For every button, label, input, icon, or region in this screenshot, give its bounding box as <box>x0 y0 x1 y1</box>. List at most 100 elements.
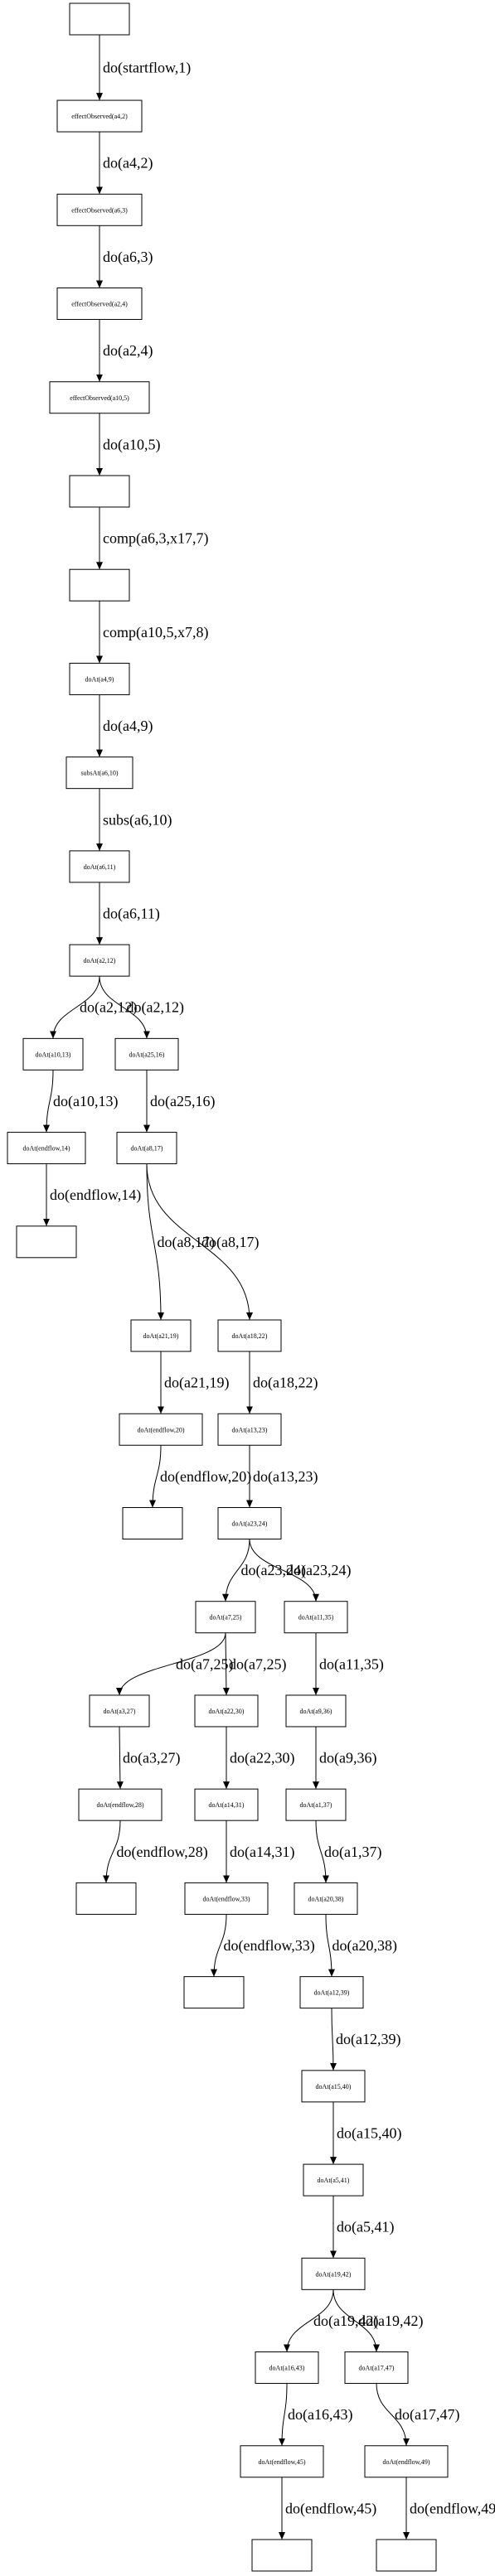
edge-label: do(a1,37) <box>324 1844 381 1861</box>
state-node: doAt(a7,25) <box>195 1601 256 1634</box>
node-box <box>251 2539 313 2572</box>
edge: do(a1,37) <box>315 1820 381 1883</box>
edge-arrow <box>146 1163 253 1321</box>
state-node: doAt(endflow,20) <box>119 1413 203 1446</box>
node-box <box>217 1506 282 1539</box>
edge-arrow <box>211 1914 227 1977</box>
node-box <box>122 1506 183 1539</box>
node-box <box>69 2 130 36</box>
node-label: doAt(a16,43) <box>269 2365 305 2372</box>
state-node: effectObserved(a6,3) <box>56 193 143 226</box>
node-label: doAt(endflow,28) <box>96 1801 143 1809</box>
edge: do(endflow,33) <box>211 1914 315 1977</box>
edge-label: do(a19,42) <box>358 2313 423 2330</box>
edge-arrow <box>103 1820 121 1883</box>
edge: do(a10,13) <box>43 1070 118 1133</box>
edge-label: do(a18,22) <box>253 1375 318 1392</box>
edge-label: do(a3,27) <box>123 1750 180 1767</box>
edge-label: do(endflow,49) <box>410 2500 495 2517</box>
node-box <box>69 944 130 977</box>
node-box <box>217 1413 282 1446</box>
node-box <box>294 1882 358 1915</box>
empty-state-node <box>69 2 130 36</box>
state-node: doAt(a1,37) <box>285 1788 347 1821</box>
edge-label: do(a23,24) <box>241 1562 306 1579</box>
node-box <box>364 2445 449 2478</box>
node-label: doAt(a2,12) <box>84 957 116 964</box>
edge: do(endflow,14) <box>43 1163 141 1226</box>
state-node: doAt(a18,22) <box>217 1319 282 1352</box>
node-label: doAt(a9,36) <box>300 1708 332 1715</box>
edge: do(a2,12) <box>50 976 137 1039</box>
node-box <box>194 1694 259 1728</box>
state-node: doAt(endflow,49) <box>364 2445 449 2478</box>
node-box <box>303 2163 364 2197</box>
empty-state-node <box>69 475 130 508</box>
edge-arrow <box>149 1445 162 1508</box>
edge-arrow <box>284 2289 334 2352</box>
state-node: doAt(a6,11) <box>69 850 130 883</box>
node-box <box>299 1976 364 2009</box>
node-box <box>56 193 143 226</box>
edge-label: do(a10,13) <box>53 1093 118 1110</box>
node-box <box>255 2351 319 2385</box>
edge: do(endflow,45) <box>279 2477 376 2540</box>
node-box <box>89 1694 150 1728</box>
node-label: doAt(a10,13) <box>36 1051 71 1058</box>
edge: do(a7,25) <box>116 1632 233 1695</box>
edge-label: do(endflow,45) <box>285 2500 376 2517</box>
edge-arrow <box>325 1914 335 1977</box>
edge-arrow <box>116 1726 124 1790</box>
node-box <box>183 1976 245 2009</box>
node-box <box>301 2070 366 2103</box>
edge-label: do(a20,38) <box>332 1937 397 1955</box>
edge-label: do(a10,5) <box>103 436 160 453</box>
edge-label: do(endflow,33) <box>224 1937 315 1955</box>
node-label: doAt(a22,30) <box>209 1708 245 1715</box>
state-node: doAt(endflow,28) <box>78 1788 163 1821</box>
edge-label: do(a7,25) <box>176 1655 233 1673</box>
node-box <box>114 1037 179 1071</box>
edge: do(a8,17) <box>146 1163 259 1321</box>
node-label: doAt(endflow,45) <box>258 2458 305 2466</box>
edge-label: do(a2,12) <box>127 999 184 1017</box>
state-node: doAt(a11,35) <box>284 1601 348 1634</box>
edge: do(a7,25) <box>222 1632 286 1695</box>
edge-label: do(endflow,20) <box>160 1468 251 1486</box>
edge-arrow <box>116 1632 226 1695</box>
state-node: effectObserved(a4,2) <box>56 99 143 133</box>
node-box <box>116 1132 177 1165</box>
empty-state-node <box>75 1882 137 1915</box>
edge-label: do(a6,11) <box>103 906 160 923</box>
edge-arrow <box>329 2008 337 2071</box>
state-node: doAt(endflow,14) <box>7 1132 86 1165</box>
edge-label: do(a17,47) <box>395 2406 459 2424</box>
edge-label: do(a22,30) <box>230 1750 294 1767</box>
state-node: doAt(a2,12) <box>69 944 130 977</box>
node-box <box>75 1882 137 1915</box>
node-box <box>56 99 143 133</box>
node-box <box>285 1694 347 1728</box>
edge: subs(a6,10) <box>96 788 172 851</box>
node-label: doAt(endflow,14) <box>22 1145 70 1153</box>
node-label: doAt(a4,9) <box>85 675 114 683</box>
state-node: doAt(a10,13) <box>22 1037 84 1071</box>
edge-label: do(a14,31) <box>230 1844 294 1861</box>
node-box <box>78 1788 163 1821</box>
node-box <box>285 1788 347 1821</box>
node-label: doAt(a6,11) <box>84 863 116 871</box>
state-node: doAt(a5,41) <box>303 2163 364 2197</box>
node-box <box>69 475 130 508</box>
edge-label: do(a5,41) <box>337 2219 394 2236</box>
node-label: doAt(a20,38) <box>308 1895 344 1902</box>
edge: do(a8,17) <box>146 1163 215 1321</box>
edge: do(a4,2) <box>96 132 153 195</box>
edge: do(endflow,49) <box>403 2477 495 2540</box>
node-box <box>49 381 150 414</box>
state-node: doAt(a22,30) <box>194 1694 259 1728</box>
state-node: doAt(a8,17) <box>116 1132 177 1165</box>
edge-arrow <box>249 1539 319 1602</box>
state-node: doAt(a19,42) <box>301 2257 366 2290</box>
edge: do(a2,4) <box>96 319 153 382</box>
empty-state-node <box>183 1976 245 2009</box>
